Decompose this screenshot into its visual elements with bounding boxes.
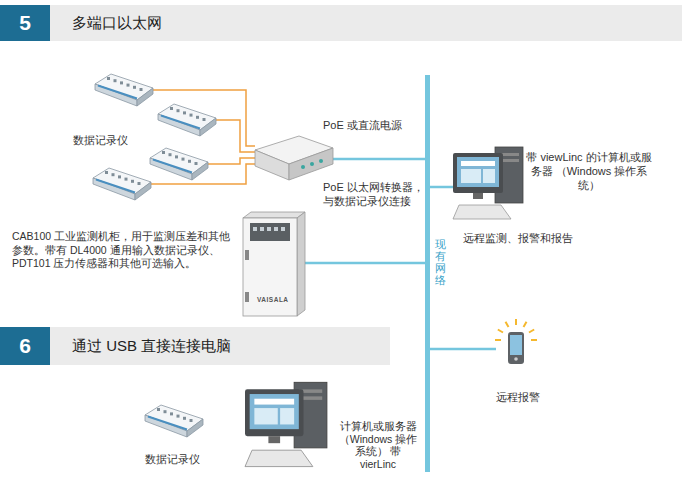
network-line: 现有网络 — [425, 75, 430, 472]
section-band: 通过 USB 直接连接电脑 — [50, 327, 390, 365]
label-text: 通过 USB 直接连接电脑 — [72, 327, 231, 365]
label-text: CAB100 工业监测机柜，用于监测压差和其他参数。带有 DL4000 通用输入… — [12, 230, 234, 271]
label-text: 带 viewLinc 的计算机或服务器 （Windows 操作系统） — [525, 151, 653, 192]
label-text: 计算机或服务器 （Windows 操作系统） 带 vierLinc — [337, 420, 419, 470]
section-number: 5 — [0, 5, 50, 41]
label-text: 数据记录仪 — [145, 453, 200, 467]
label-text: 数据记录仪 — [73, 134, 128, 148]
label-text: 远程报警 — [496, 390, 540, 404]
phone: 远程报警 — [496, 318, 536, 370]
computer: 计算机或服务器 （Windows 操作系统） 带 vierLinc — [245, 380, 333, 466]
poe-converter-picture — [255, 136, 333, 182]
computer-picture — [453, 145, 528, 221]
network-link — [430, 348, 496, 351]
phone-picture — [496, 318, 536, 370]
computer-picture — [245, 380, 333, 466]
logger-group: 数据记录仪 — [70, 68, 220, 208]
data-logger: 数据记录仪 — [143, 405, 205, 439]
data-logger-picture — [143, 405, 205, 439]
network-link — [333, 158, 425, 161]
label-text: 6 — [0, 327, 50, 365]
section-band: 多端口以太网 — [50, 5, 682, 41]
computer: 带 viewLinc 的计算机或服务器 （Windows 操作系统）远程监测、报… — [453, 145, 528, 221]
section-number: 6 — [0, 327, 50, 365]
network-link — [305, 262, 425, 265]
label-text: 5 — [0, 5, 50, 41]
network-link — [430, 186, 453, 189]
label-text: PoE 或直流电源 — [323, 118, 402, 132]
label-text: PoE 以太网转换器，与数据记录仪连接 — [323, 180, 427, 209]
cable — [220, 90, 255, 184]
label-text: 现有网络 — [435, 238, 446, 286]
brand-label: VAISALA — [257, 296, 289, 303]
label-text: 远程监测、报警和报告 — [463, 231, 573, 245]
label-text: 多端口以太网 — [72, 5, 162, 41]
poe-converter: PoE 或直流电源PoE 以太网转换器，与数据记录仪连接 — [255, 136, 333, 182]
